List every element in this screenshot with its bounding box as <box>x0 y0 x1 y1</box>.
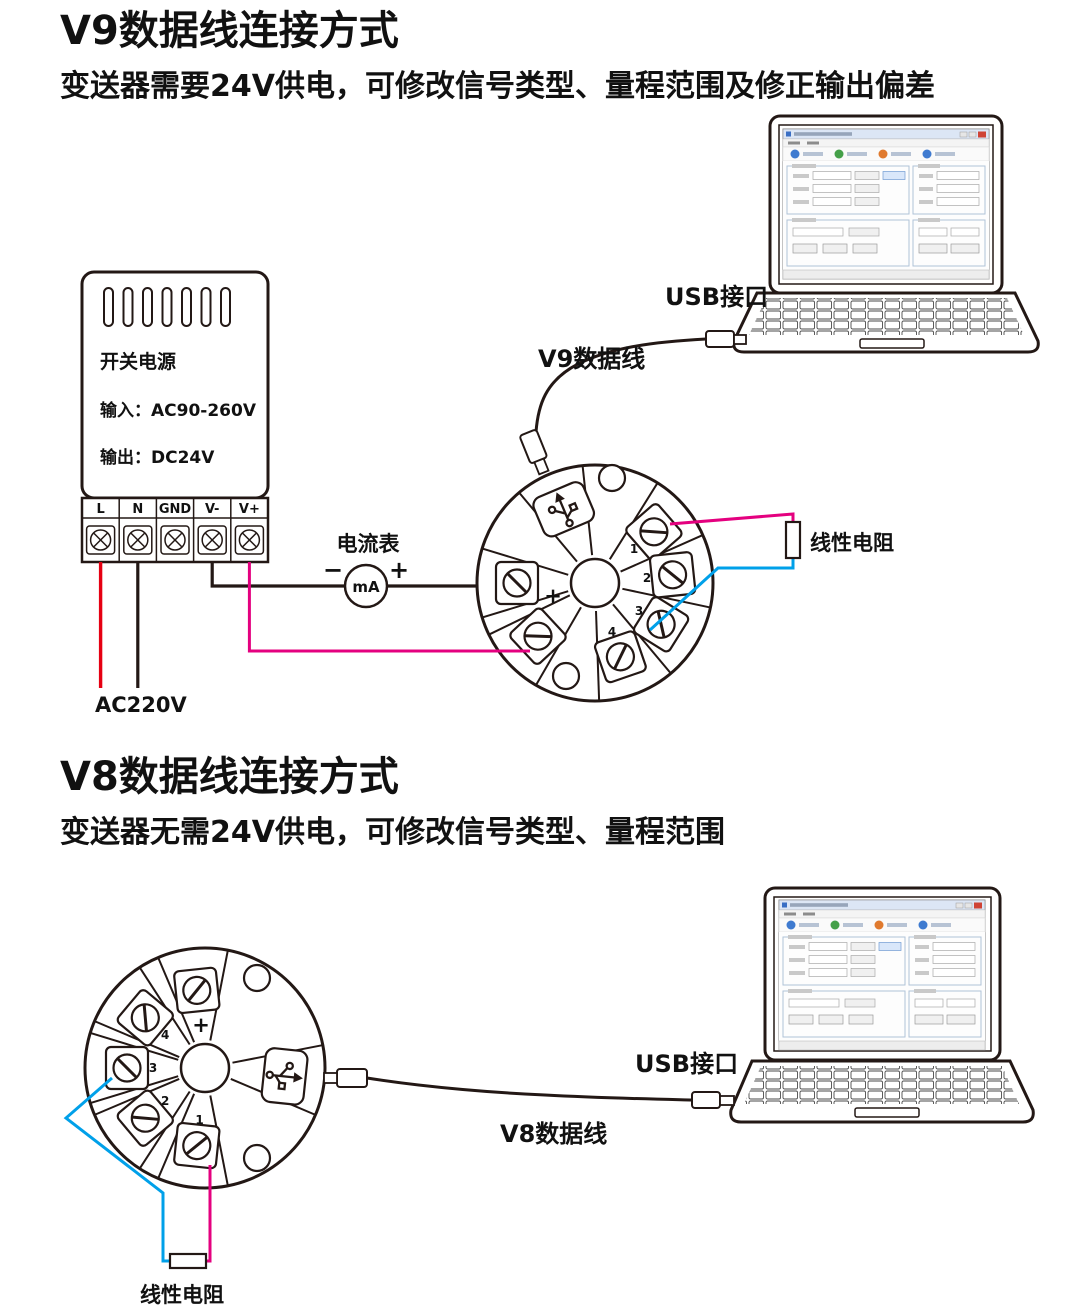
wire-resistor-to-pin <box>206 1165 212 1263</box>
pin-number-3: 3 <box>149 1061 157 1075</box>
laptop-touchpad <box>859 338 925 349</box>
usb-cable-v8 <box>323 1068 735 1109</box>
psu-name: 开关电源 <box>100 350 176 373</box>
usb-plug-laptop <box>691 1091 721 1109</box>
mounting-hole <box>597 463 627 493</box>
pin-number-2: 2 <box>643 571 651 585</box>
psu-vents <box>103 287 231 327</box>
transmitter-center-hole <box>179 1042 231 1094</box>
transmitter-v9: 1 2 3 4 + <box>475 463 715 703</box>
cable-wire <box>534 337 707 433</box>
screw-terminal <box>172 965 222 1015</box>
usb-cable-v9 <box>519 330 747 476</box>
wire-pin-to-resistor <box>669 512 795 526</box>
software-window <box>782 128 990 280</box>
terminal-label-L: L <box>96 502 104 517</box>
mounting-hole <box>242 1143 272 1173</box>
psu-output: 输出：DC24V <box>100 447 215 468</box>
cable-label-v8: V8数据线 <box>500 1120 607 1148</box>
pin-number-2: 2 <box>161 1094 169 1108</box>
section-v8: V8数据线连接方式 变送器无需24V供电，可修改信号类型、量程范围 <box>60 754 1035 1307</box>
wire-vminus-to-meter <box>210 562 344 588</box>
terminal-label-N: N <box>132 502 143 517</box>
transmitter-center-hole <box>569 557 621 609</box>
pin-number-3: 3 <box>635 604 643 618</box>
section-v9: V9数据线连接方式 变送器需要24V供电，可修改信号类型、量程范围及修正输出偏差… <box>60 8 1040 717</box>
software-window <box>778 899 986 1051</box>
cable-wire <box>366 1076 693 1102</box>
mounting-hole <box>242 963 272 993</box>
screw-terminal <box>648 550 698 600</box>
wire-vplus-to-transmitter <box>247 562 530 653</box>
section-v9-title: V9数据线连接方式 <box>60 8 399 54</box>
ammeter-unit: mA <box>352 578 380 596</box>
usb-port-label-v8: USB接口 <box>635 1050 738 1078</box>
ac220v-label: AC220V <box>95 693 187 717</box>
resistor-label-v8: 线性电阻 <box>140 1283 224 1307</box>
wire-resistor-to-pin <box>648 558 795 632</box>
usb-plug-transmitter <box>519 429 550 476</box>
usb-port-label-v9: USB接口 <box>665 283 768 311</box>
pin-number-1: 1 <box>630 542 638 556</box>
plus-mark: + <box>544 584 562 608</box>
ammeter-dial <box>343 563 389 609</box>
usb-plug-laptop <box>705 330 735 348</box>
plus-sign: + <box>389 556 409 584</box>
laptop-touchpad <box>854 1107 920 1118</box>
section-v9-subtitle: 变送器需要24V供电，可修改信号类型、量程范围及修正输出偏差 <box>60 69 935 104</box>
pin-number-1: 1 <box>195 1113 203 1127</box>
terminal-label-Vminus: V- <box>205 502 220 517</box>
power-supply: 开关电源 输入：AC90-260V 输出：DC24V L N GND V- V+ <box>80 270 270 564</box>
section-v8-subtitle: 变送器无需24V供电，可修改信号类型、量程范围 <box>60 815 725 850</box>
laptop-keyboard <box>744 1066 1019 1104</box>
usb-plug-tip <box>733 334 747 345</box>
linear-resistor <box>784 520 802 560</box>
linear-resistor <box>168 1252 208 1270</box>
minus-sign: − <box>323 556 343 584</box>
wire-pin-to-resistor <box>63 1076 170 1263</box>
section-v8-title: V8数据线连接方式 <box>60 754 399 800</box>
terminal-label-Vplus: V+ <box>239 502 260 517</box>
psu-input: 输入：AC90-260V <box>100 400 257 421</box>
usb-plug-transmitter <box>323 1068 368 1088</box>
screw-terminal <box>172 1121 222 1171</box>
ammeter: 电流表 mA − + <box>323 532 409 609</box>
screw-terminal <box>494 560 540 606</box>
pin-number-4: 4 <box>608 625 616 639</box>
psu-screws <box>85 525 265 555</box>
pin-number-4: 4 <box>161 1028 169 1042</box>
transmitter-v8: 1 2 3 4 + <box>83 946 327 1190</box>
terminal-label-GND: GND <box>159 502 192 517</box>
cable-label-v9: V9数据线 <box>538 345 645 373</box>
laptop-v8 <box>729 886 1035 1124</box>
mounting-hole <box>551 661 581 691</box>
plus-mark: + <box>192 1013 210 1037</box>
laptop-v9 <box>732 114 1040 354</box>
laptop-keyboard <box>749 298 1024 335</box>
ammeter-label: 电流表 <box>337 532 401 556</box>
screw-terminal <box>104 1045 150 1091</box>
psu-terminal-strip: L N GND V- V+ <box>80 496 270 564</box>
resistor-label-v9: 线性电阻 <box>810 531 894 555</box>
usb-plug-tip <box>719 1095 735 1106</box>
